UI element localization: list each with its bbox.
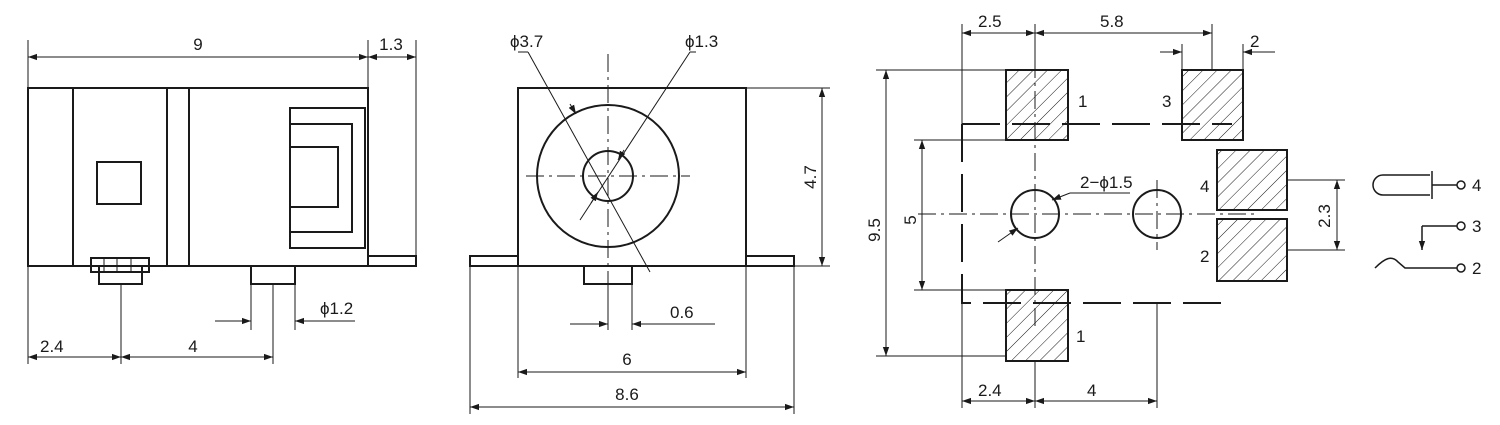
dim-offset-a: 2.4 <box>40 337 64 356</box>
dim-tab: 1.3 <box>379 35 403 54</box>
pad-label-top-right: 3 <box>1162 92 1171 111</box>
front-tab-right <box>745 255 795 267</box>
dim-bottom-b: 4 <box>1087 381 1096 400</box>
hole-right <box>1132 189 1182 239</box>
dim-outer-dia: ϕ3.7 <box>510 32 543 51</box>
footprint-view: 1 3 4 2 1 2.5 5.8 2 9.5 5 2.3 <box>865 12 1345 408</box>
pad-label-top-left: 1 <box>1078 92 1087 111</box>
dim-inner-dia: ϕ1.3 <box>685 32 718 51</box>
terminal-3-icon <box>1456 221 1466 231</box>
dim-holes: 2−ϕ1.5 <box>1080 173 1133 192</box>
dim-length: 9 <box>193 35 202 54</box>
hole-left <box>1010 189 1060 239</box>
pad-4 <box>1216 149 1288 211</box>
dim-top-c: 2 <box>1250 32 1259 51</box>
dim-top-b: 5.8 <box>1100 12 1124 31</box>
terminal-4-icon <box>1456 180 1466 190</box>
side-body-outline <box>27 87 369 267</box>
pad-1-bottom <box>1005 289 1069 362</box>
pad-1-top <box>1005 69 1069 141</box>
side-pin-right <box>250 265 296 285</box>
dim-pin-width: 0.6 <box>670 303 694 322</box>
pad-2 <box>1216 218 1288 282</box>
schematic-pin-4: 4 <box>1472 176 1481 195</box>
dim-top-a: 2.5 <box>978 12 1002 31</box>
pad-label-right-top: 4 <box>1200 177 1209 196</box>
dim-height-total: 9.5 <box>865 218 884 242</box>
dim-total-width: 8.6 <box>615 385 639 404</box>
dim-body-width: 6 <box>622 350 631 369</box>
dim-pad-spacing: 2.3 <box>1315 204 1334 228</box>
terminal-2-icon <box>1456 263 1466 273</box>
schematic-pin-2: 2 <box>1472 259 1481 278</box>
side-view: 9 1.3 ϕ1.2 2.4 <box>27 35 417 364</box>
front-tab-left <box>469 255 519 267</box>
pad-label-bottom: 1 <box>1076 327 1085 346</box>
front-view: ϕ3.7 ϕ1.3 4.7 0.6 6 8.6 <box>469 32 830 414</box>
dim-offset-b: 4 <box>188 337 197 356</box>
side-window <box>96 161 142 205</box>
pad-label-right-bottom: 2 <box>1200 247 1209 266</box>
side-pin-left <box>90 257 150 273</box>
schematic-pin-3: 3 <box>1472 217 1481 236</box>
side-tab <box>367 255 417 267</box>
dim-height: 4.7 <box>801 165 820 189</box>
dim-pin-dia: ϕ1.2 <box>320 299 353 318</box>
dim-bottom-a: 2.4 <box>978 381 1002 400</box>
side-pin-left-lower <box>98 265 143 285</box>
schematic-symbol: 4 3 2 <box>1372 171 1481 278</box>
pad-3 <box>1181 69 1244 141</box>
dim-hole-spacing: 5 <box>901 215 920 224</box>
